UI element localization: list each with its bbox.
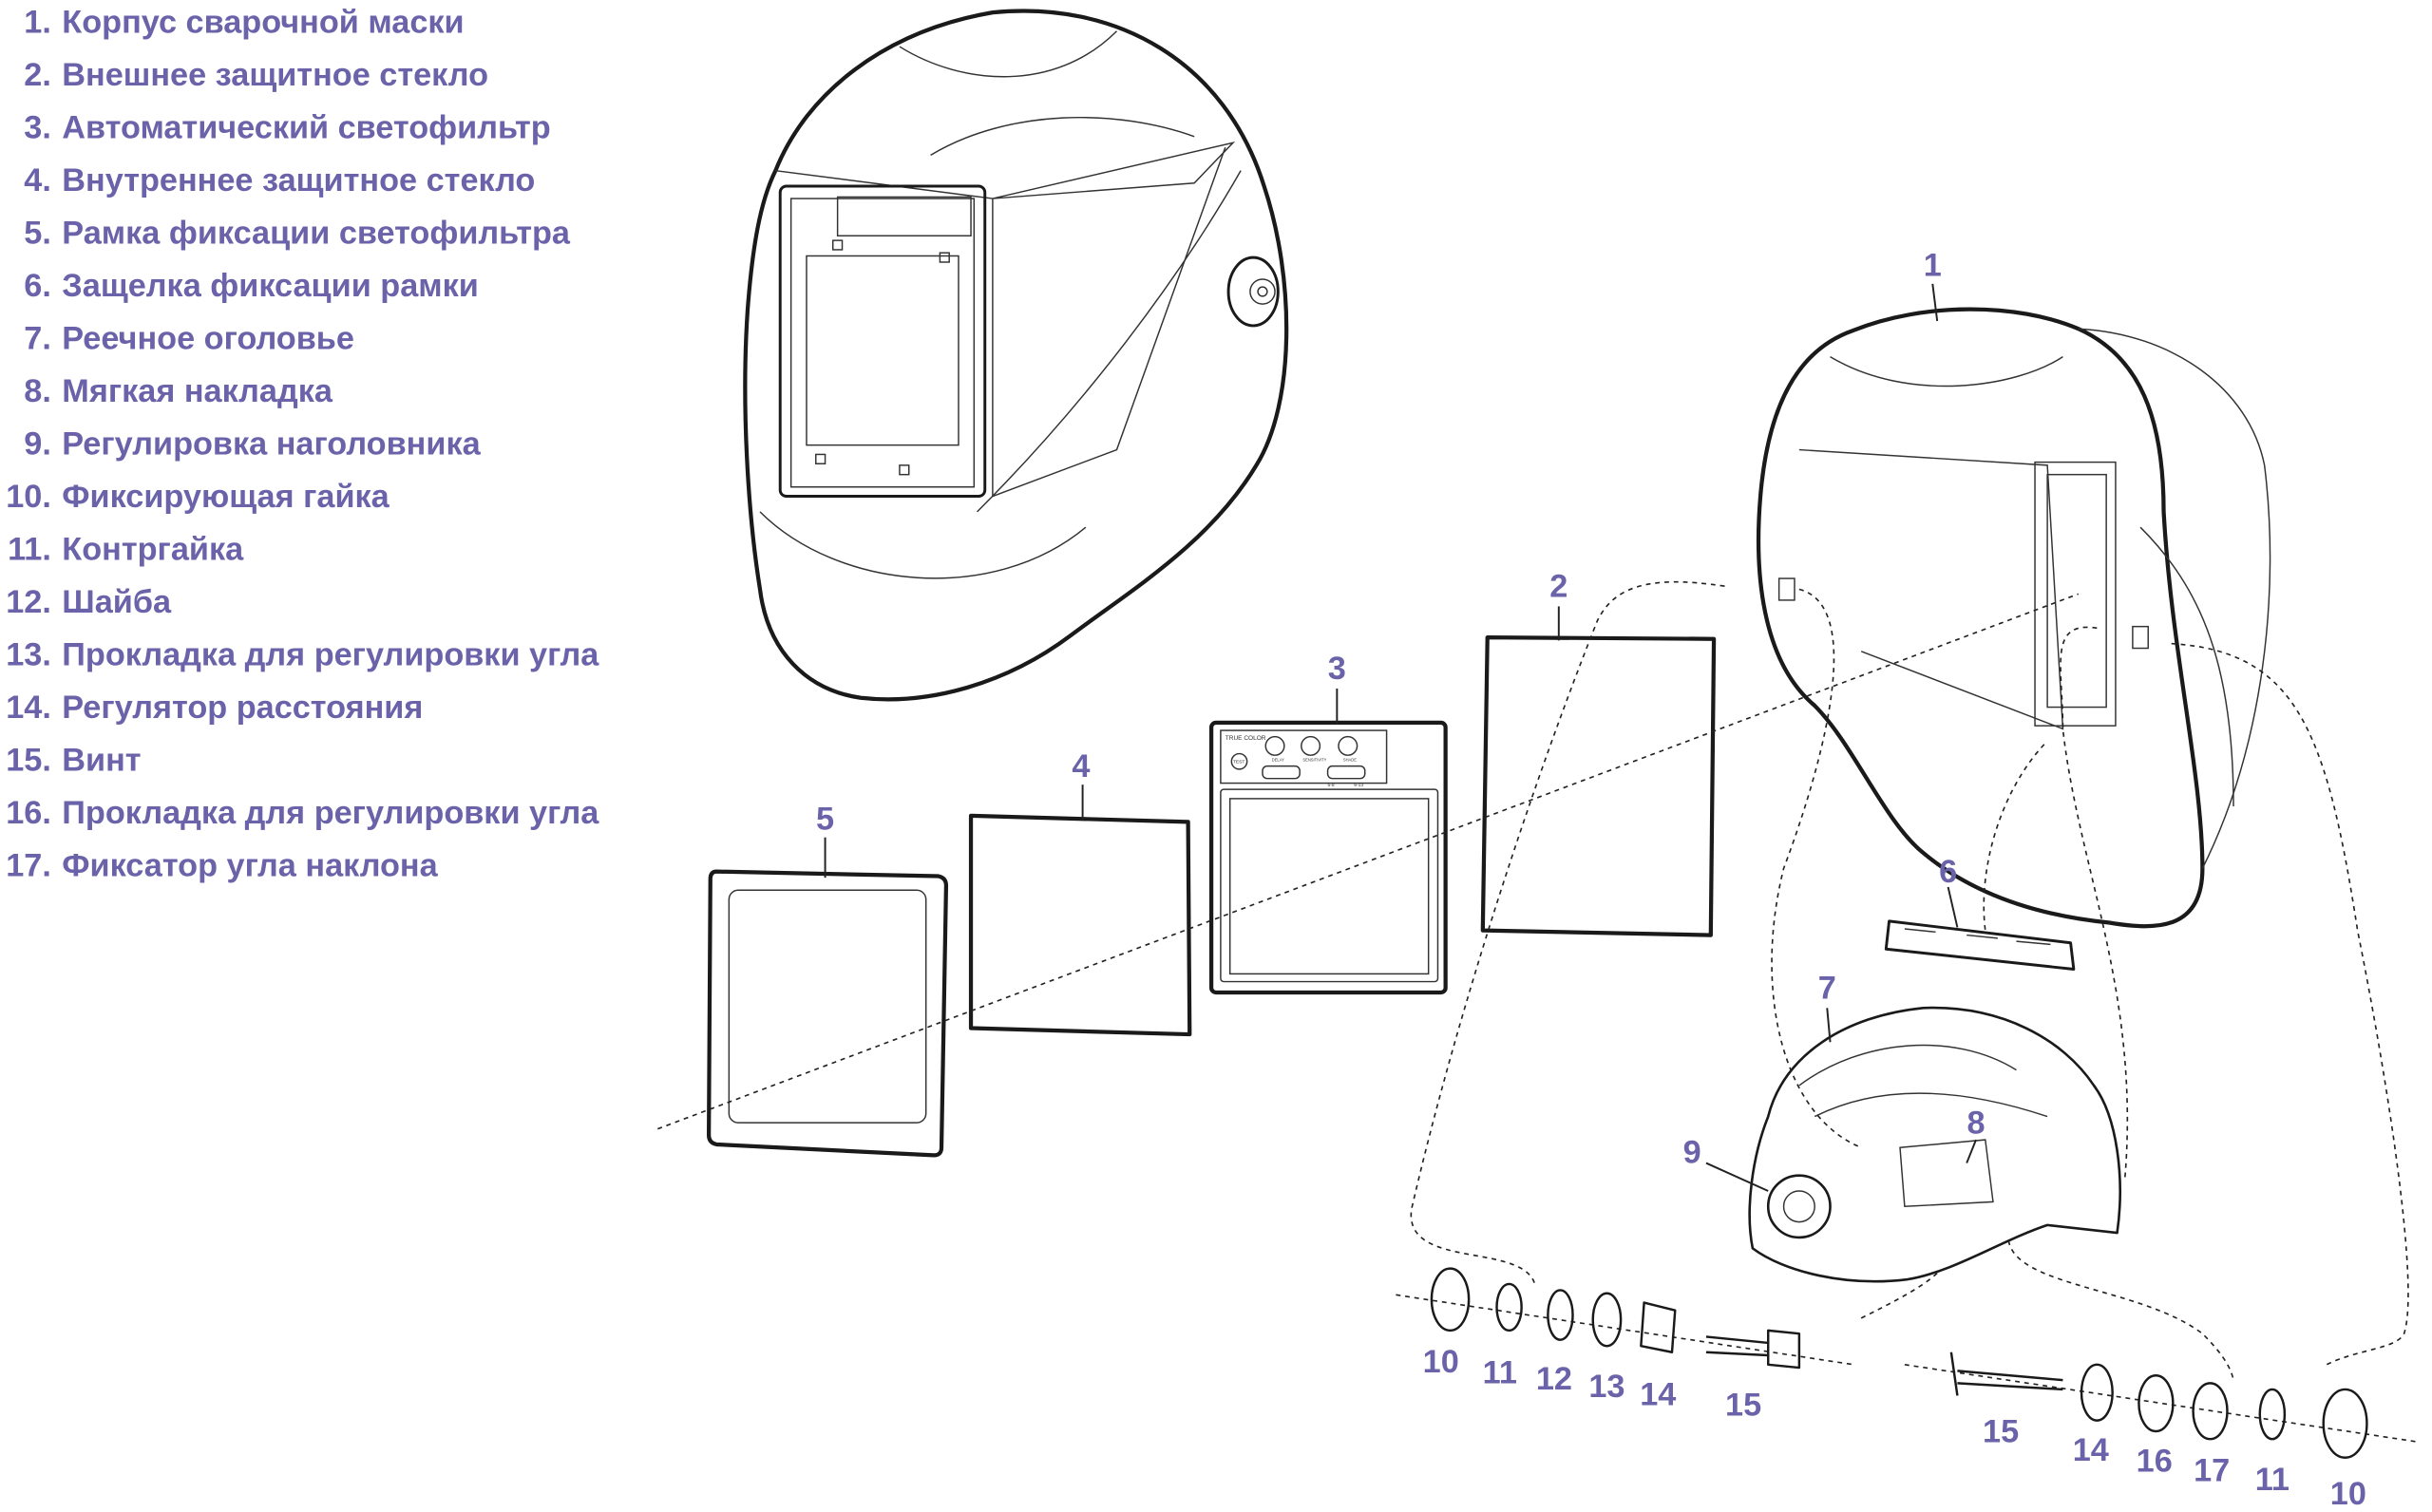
legend-item: 13. Прокладка для регулировки угла <box>6 636 599 672</box>
legend-item: 8. Мягкая накладка <box>24 373 333 409</box>
legend-num: 1. <box>24 4 51 40</box>
legend-label: Автоматический светофильтр <box>62 109 550 145</box>
part-7-headgear <box>1748 1006 2121 1283</box>
hardware-left <box>1430 1267 1801 1370</box>
callout-6: 6 <box>1939 854 1957 890</box>
legend-num: 8. <box>24 373 51 409</box>
filter-sensitivity-label: SENSITIVITY <box>1302 758 1326 763</box>
callout-right-17: 17 <box>2194 1452 2230 1488</box>
filter-brand: TRUE COLOR <box>1226 735 1266 742</box>
callout-right-16: 16 <box>2137 1443 2173 1479</box>
legend-label: Мягкая накладка <box>62 373 333 409</box>
filter-test-button[interactable]: TEST <box>1233 759 1244 765</box>
legend-item: 14. Регулятор расстояния <box>6 690 423 726</box>
callout-right-10: 10 <box>2330 1476 2366 1512</box>
legend-item: 11. Контргайка <box>8 531 244 567</box>
legend-num: 2. <box>24 57 51 93</box>
legend-num: 10. <box>6 479 51 515</box>
legend-item: 10. Фиксирующая гайка <box>6 479 390 515</box>
legend-item: 16. Прокладка для регулировки угла <box>6 795 599 831</box>
legend-num: 14. <box>6 690 51 726</box>
callout-left-14: 14 <box>1640 1376 1676 1412</box>
legend-item: 9. Регулировка наголовника <box>24 425 481 462</box>
legend-label: Защелка фиксации рамки <box>62 268 479 304</box>
callout-left-12: 12 <box>1536 1361 1572 1397</box>
legend-num: 9. <box>24 425 51 462</box>
callout-right-11: 11 <box>2255 1462 2290 1498</box>
legend-num: 7. <box>24 320 51 356</box>
legend-item: 15. Винт <box>6 743 141 779</box>
filter-shade-range-low: 5-8 <box>1328 783 1335 788</box>
part-6-frame-latch <box>1884 886 2076 971</box>
callout-1: 1 <box>1924 248 1942 284</box>
legend-num: 11. <box>8 531 51 567</box>
callout-labels: 1 2 3 4 5 6 7 8 9 10 11 12 13 14 15 15 1… <box>816 248 2366 1512</box>
legend-label: Прокладка для регулировки угла <box>62 795 599 831</box>
legend-label: Фиксирующая гайка <box>62 479 390 515</box>
legend-label: Корпус сварочной маски <box>62 4 464 40</box>
parts-legend: 1. Корпус сварочной маски 2. Внешнее защит… <box>6 4 599 883</box>
legend-label: Шайба <box>62 584 172 620</box>
part-9-headgear-adjuster-icon <box>1705 1162 1832 1239</box>
legend-label: Реечное оголовье <box>62 320 354 356</box>
legend-item: 5. Рамка фиксации светофильтра <box>24 215 571 251</box>
filter-shade-label: SHADE <box>1343 758 1357 763</box>
part-8-soft-pad <box>1899 1139 1994 1208</box>
part-5-filter-frame <box>707 837 949 1158</box>
part-3-auto-darkening-filter: TRUE COLOR TEST DELAY SENSITIVITY SHADE … <box>1208 688 1448 995</box>
callout-right-14: 14 <box>2073 1432 2109 1468</box>
legend-num: 15. <box>6 743 51 779</box>
filter-shade-range-high: 9-13 <box>1354 783 1363 788</box>
assembly-lines <box>656 580 2421 1444</box>
part-1-helmet-shell <box>1756 283 2271 929</box>
adjustment-knob-icon <box>1226 255 1280 328</box>
legend-item: 4. Внутреннее защитное стекло <box>24 162 535 198</box>
callout-left-15: 15 <box>1725 1388 1761 1424</box>
legend-item: 6. Защелка фиксации рамки <box>24 268 479 304</box>
legend-label: Регулировка наголовника <box>62 425 481 462</box>
legend-num: 3. <box>24 109 51 145</box>
callout-9: 9 <box>1683 1135 1701 1171</box>
callout-7: 7 <box>1818 971 1836 1007</box>
callout-3: 3 <box>1328 651 1346 687</box>
callout-5: 5 <box>816 802 834 838</box>
legend-item: 12. Шайба <box>6 584 172 620</box>
callout-left-13: 13 <box>1588 1369 1624 1405</box>
legend-label: Регулятор расстояния <box>62 690 423 726</box>
callout-8: 8 <box>1966 1106 1985 1142</box>
legend-item: 7. Реечное оголовье <box>24 320 354 356</box>
legend-num: 4. <box>24 162 51 198</box>
legend-item: 1. Корпус сварочной маски <box>24 4 464 40</box>
legend-label: Внешнее защитное стекло <box>62 57 488 93</box>
hardware-right <box>1949 1351 2368 1459</box>
legend-label: Винт <box>62 743 141 779</box>
legend-num: 5. <box>24 215 51 251</box>
part-2-outer-glass <box>1480 606 1717 937</box>
legend-label: Внутреннее защитное стекло <box>62 162 535 198</box>
legend-label: Рамка фиксации светофильтра <box>62 215 571 251</box>
legend-label: Прокладка для регулировки угла <box>62 636 599 672</box>
legend-num: 16. <box>6 795 51 831</box>
legend-num: 17. <box>6 848 51 884</box>
legend-num: 13. <box>6 636 51 672</box>
callout-4: 4 <box>1072 748 1090 784</box>
callout-left-11: 11 <box>1483 1354 1517 1390</box>
legend-label: Контргайка <box>62 531 244 567</box>
legend-num: 12. <box>6 584 51 620</box>
filter-delay-label: DELAY <box>1272 758 1284 763</box>
assembled-helmet <box>743 9 1289 702</box>
callout-2: 2 <box>1549 569 1568 605</box>
legend-label: Фиксатор угла наклона <box>62 848 438 884</box>
legend-item: 2. Внешнее защитное стекло <box>24 57 488 93</box>
legend-item: 17. Фиксатор угла наклона <box>6 848 438 884</box>
callout-right-15: 15 <box>1983 1413 2019 1449</box>
legend-num: 6. <box>24 268 51 304</box>
legend-item: 3. Автоматический светофильтр <box>24 109 550 145</box>
callout-left-10: 10 <box>1423 1344 1459 1380</box>
part-4-inner-glass <box>968 784 1192 1037</box>
